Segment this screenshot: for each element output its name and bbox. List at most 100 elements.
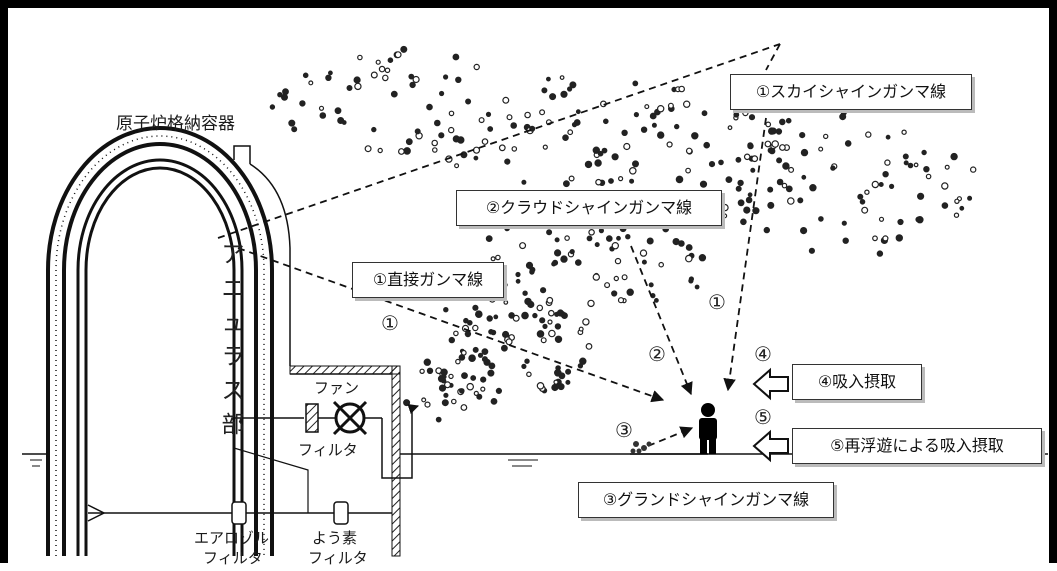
cloud-particle	[913, 162, 919, 168]
cloud-particle	[691, 132, 699, 140]
iodine-filter-label-line1: よう素	[312, 529, 358, 547]
radiation-paths	[217, 43, 781, 447]
cloud-particle	[490, 256, 496, 262]
cloud-particle	[594, 242, 600, 248]
cloud-particle	[621, 274, 628, 281]
cloud-particle	[525, 261, 534, 269]
radioactive-cloud	[269, 45, 977, 423]
cloud-particle	[747, 192, 753, 198]
cloud-particle	[859, 199, 866, 205]
cloud-particle	[797, 197, 804, 204]
cloud-particle	[767, 201, 775, 209]
cloud-particle	[560, 90, 568, 98]
cloud-particle	[722, 213, 728, 219]
cloud-particle	[573, 119, 581, 126]
cloud-particle	[444, 381, 452, 389]
cloud-particle	[472, 304, 479, 311]
cloud-particle	[776, 157, 783, 164]
cloud-particle	[841, 220, 847, 226]
cloud-particle	[483, 358, 491, 366]
cloud-particle	[608, 178, 614, 184]
marker-4: ④	[754, 342, 772, 366]
cloud-particle	[455, 76, 462, 84]
cloud-particle	[823, 133, 829, 140]
cloud-particle	[460, 349, 467, 356]
cloud-particle	[554, 323, 562, 330]
cloud-particle	[737, 199, 745, 207]
cloud-particle	[864, 189, 870, 195]
cloud-particle	[923, 165, 930, 173]
cloud-particle	[493, 314, 499, 320]
cloud-particle	[291, 126, 298, 133]
cloud-particle	[595, 178, 602, 186]
cloud-particle	[551, 261, 557, 267]
cloud-particle	[649, 112, 657, 120]
containment-vessel	[46, 126, 291, 556]
cloud-particle	[865, 131, 872, 138]
cloud-particle	[438, 384, 447, 392]
cloud-particle	[481, 348, 489, 356]
cloud-particle	[288, 119, 296, 127]
cloud-particle	[574, 259, 582, 266]
cloud-particle	[768, 127, 776, 135]
cloud-particle	[699, 180, 708, 188]
cloud-particle	[423, 358, 431, 366]
cloud-particle	[515, 278, 521, 284]
cloud-particle	[370, 71, 378, 79]
cloud-particle	[613, 275, 620, 282]
cloud-particle	[619, 225, 627, 233]
cloud-particle	[771, 140, 780, 148]
annulus-label: アニュラス部	[221, 242, 245, 438]
cloud-particle	[431, 147, 438, 153]
cloud-particle	[844, 140, 852, 147]
cloud-particle	[414, 128, 421, 135]
cloud-particle	[902, 153, 909, 160]
cloud-particle	[830, 165, 836, 171]
cloud-particle	[954, 198, 960, 204]
cloud-particle	[745, 196, 753, 204]
cloud-particle	[611, 241, 620, 250]
cloud-particle	[454, 163, 460, 169]
cloud-particle	[398, 148, 405, 155]
cloud-particle	[546, 229, 553, 236]
cloud-particle	[683, 100, 691, 108]
cloud-particle	[441, 399, 449, 407]
cloud-particle	[318, 105, 325, 111]
cloud-particle	[472, 324, 479, 332]
cloud-particle	[539, 317, 546, 324]
cloud-particle	[750, 167, 756, 173]
cloud-particle	[857, 193, 864, 200]
cloud-particle	[839, 113, 847, 121]
cloud-particle	[480, 386, 486, 392]
cloud-particle	[408, 73, 415, 80]
cloud-particle	[540, 337, 547, 344]
cloud-particle	[504, 225, 510, 232]
cloud-particle	[743, 206, 751, 214]
cloud-particle	[586, 235, 593, 242]
cloud-particle	[611, 290, 618, 297]
cloud-particle	[549, 93, 557, 101]
cloud-particle	[685, 244, 693, 251]
cloud-particle	[626, 288, 634, 296]
cloud-particle	[527, 300, 535, 309]
cloud-particle	[765, 121, 772, 128]
cloud-particle	[685, 147, 693, 155]
cloud-particle	[644, 104, 650, 110]
cloud-particle	[480, 376, 487, 383]
cloud-particle	[547, 309, 555, 317]
cloud-particle	[662, 225, 670, 233]
cloud-particle	[548, 329, 556, 338]
cloud-particle	[701, 110, 708, 117]
cloud-particle	[439, 90, 445, 97]
person-icon	[699, 403, 717, 454]
cloud-particle	[277, 91, 283, 98]
cloud-particle	[735, 156, 742, 163]
cloud-particle	[560, 255, 568, 263]
cloud-particle	[788, 166, 795, 173]
cloud-particle	[403, 147, 411, 155]
cloud-particle	[901, 129, 907, 135]
cloud-particle	[485, 111, 492, 118]
cloud-particle	[559, 75, 565, 80]
cloud-particle	[623, 142, 631, 151]
cloud-particle	[582, 318, 590, 326]
